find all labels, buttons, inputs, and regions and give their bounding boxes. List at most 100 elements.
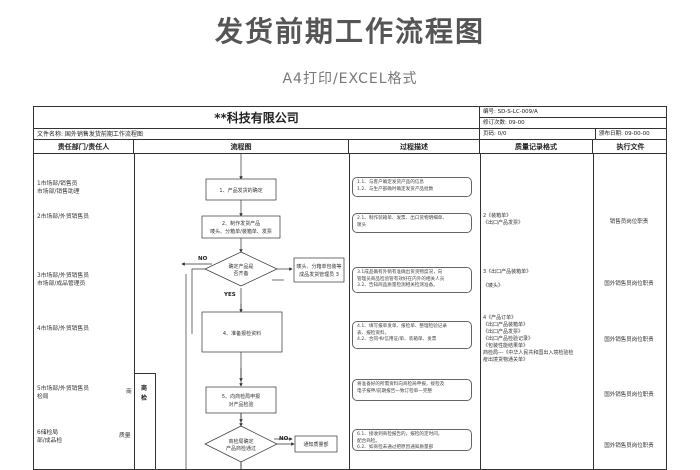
process-flowchart: 1、产品发货的确定 2、制作发货产品 唛头、分箱单/装箱单、发票 确定产品是 否… <box>181 154 345 469</box>
process-desc-2: 2.1、制作装箱单、发票、出口货物明细单、 唛头 <box>352 213 472 233</box>
exec-file-5: 国外销售员岗位职责 <box>604 443 654 449</box>
desc-line: 3.2、告知商品质量检测相关检测准备。 <box>357 283 438 288</box>
desc-line: 1.2、与生产部确时确定发货产品批数 <box>357 186 434 192</box>
record-line: 《唛头》 <box>483 283 504 289</box>
column-header-records: 质量记录格式 <box>480 140 593 154</box>
dept-label: 检局 <box>37 393 49 400</box>
dept-label: 6储检局 <box>37 430 59 436</box>
flow-node-2-text: 2、制作发货产品 <box>222 220 260 227</box>
file-name: 文件名称: 国外销售发货前期工作流程图 <box>34 129 480 140</box>
desc-line: 6.2、如商检未通过把原因通知质量部 <box>357 445 434 450</box>
document-code: 编号: SD-S-LC-009/A <box>480 107 666 118</box>
record-line: 《出口产品发票》 <box>483 220 524 226</box>
desc-line: 2.1、制作装箱单、发票、出口货物明细单、 <box>357 216 447 221</box>
inspection-cell-label: 商检 <box>141 385 148 402</box>
flow-side-box-2 <box>294 435 338 453</box>
flow-node-2 <box>201 215 281 239</box>
desc-line: 1.1、与客户确定发货产品的信息 <box>357 180 425 185</box>
flow-label-no: NO <box>198 256 208 262</box>
quality-record-1: 2《装箱单》 《出口产品发票》 <box>483 213 589 227</box>
dept-row-3: 3市场部/外贸销售员 市场部/成品管理员 <box>37 273 132 288</box>
column-divider <box>349 154 350 469</box>
page-subtitle: A4打印/EXCEL格式 <box>282 71 418 87</box>
revision-count: 修订次数: 09-00 <box>480 118 666 129</box>
process-desc-5: 将准备好的所需资料向商检局申报，接检及 电子报申/前期报告一致订检单一完整 <box>352 379 472 401</box>
desc-line: 4.2、合同书/信用证/单、装箱单、发票 <box>357 337 437 342</box>
column-divider <box>480 154 481 469</box>
desc-line: 4.1、填写报单发单、报检单、整理检验记录 <box>357 324 447 329</box>
desc-line: 6.1、接收到商检报告的，报检的定时间， <box>357 432 443 437</box>
desc-line: 将准备好的所需资料向商检局申报，接检及 <box>357 382 445 387</box>
column-divider <box>593 154 594 469</box>
inspection-merged-cell: 商检 <box>134 373 156 469</box>
exec-file-3: 国外销售员岗位职责 <box>604 337 654 343</box>
company-name: **科技有限公司 <box>34 107 480 129</box>
flow-node-5 <box>205 386 277 414</box>
process-desc-6: 6.1、接收到商检报告的，报检的定时间， 配合商检。 6.2、如商检未通过把原因… <box>352 429 472 451</box>
dept-row-5-side: 商 <box>126 389 132 395</box>
process-desc-4: 4.1、填写报单发单、报检单、整理检验记录 表、报检资料。 4.2、合同书/信用… <box>352 321 472 349</box>
record-line <box>483 276 589 283</box>
dept-label: 市场部/成品管理员 <box>37 280 86 287</box>
dept-row-2: 2市场部/外贸销售员 <box>37 214 132 222</box>
dept-label: 2市场部/外贸销售员 <box>37 214 90 220</box>
record-line: 《包装性能结果单》 <box>483 343 529 349</box>
flow-decision-1-text: 否齐备 <box>233 270 248 277</box>
process-desc-1: 1.1、与客户确定发货产品的信息 1.2、与生产部确时确定发货产品批数 <box>352 177 472 197</box>
dept-label: 5市场部/外贸销售员 <box>37 386 90 392</box>
dept-label: 4市场部/外贸销售员 <box>37 326 90 332</box>
record-line: 商检局---《中华人民共和国出入境检验检 <box>483 350 574 356</box>
flow-decision-1-text: 确定产品是 <box>228 263 253 270</box>
column-header-exec-files: 执行文件 <box>593 140 666 154</box>
column-header-process: 过程描述 <box>349 140 480 154</box>
flow-side-box-1 <box>293 257 345 283</box>
record-line: 疫出境货物通关单》 <box>483 357 529 363</box>
quality-record-3: 4《产品订单》 《出口产品装箱单》 《出口产品发票》 《出口产品检验记录》 《包… <box>483 315 589 364</box>
dept-label: 市场部/销售助理 <box>37 188 80 195</box>
flowchart-sheet: **科技有限公司 编号: SD-S-LC-009/A 修订次数: 09-00 文… <box>33 106 667 470</box>
dept-label: 3市场部/外贸销售员 <box>37 273 90 279</box>
flow-node-5-text: 5、向商检局申报 <box>222 393 260 400</box>
exec-file-1: 销售员岗位职责 <box>609 219 649 225</box>
column-divider <box>134 154 135 469</box>
flow-side-box-1-text: 唛头、分箱单包装等 <box>296 263 341 270</box>
dept-row-6: 6储检局 部/成品检 <box>37 430 132 445</box>
desc-line: 3.1成品确有外销有准确出货货物度况，向 <box>357 270 443 275</box>
flow-label-yes: YES <box>223 292 236 298</box>
exec-file-4: 国外销售员岗位职责 <box>604 392 654 398</box>
flow-node-2-text: 唛头、分箱单/装箱单、发票 <box>210 228 272 235</box>
flow-node-1 <box>205 178 277 201</box>
page-number: 页码: 0/0 <box>480 129 596 140</box>
column-header-flowchart: 流程图 <box>134 140 349 154</box>
flow-node-5-text: 对产品检验 <box>228 401 253 408</box>
flow-label-no-2: NO <box>279 436 289 442</box>
desc-line: 管理员商品检验管有效好在内外的相关人员 <box>357 276 445 282</box>
exec-file-2: 国外销售员岗位职责 <box>604 281 654 287</box>
record-line: 《出口产品装箱单》 <box>483 322 529 328</box>
flow-decision-2-text: 商检局确定 <box>228 438 253 445</box>
record-line: 3《出口产品装箱单》 <box>483 269 532 275</box>
flow-decision-1 <box>204 251 278 287</box>
dept-row-6-side: 质量 <box>119 433 131 439</box>
record-line: 2《装箱单》 <box>483 213 512 219</box>
record-line: 《出口产品检验记录》 <box>483 336 534 342</box>
issue-date: 颁布日期: 09-00-00 <box>596 129 666 140</box>
flow-node-4 <box>201 311 283 353</box>
record-line: 4《产品订单》 <box>483 315 517 321</box>
flow-node-1-text: 1、产品发货的确定 <box>219 187 262 194</box>
dept-row-5: 5市场部/外贸销售员 检局 <box>37 386 132 401</box>
flow-node-4-text: 4、准备报检资料 <box>223 330 261 337</box>
desc-line: 配合商检。 <box>357 438 380 444</box>
column-header-department: 责任部门/责任人 <box>34 140 134 154</box>
flow-side-box-2-text: 通知质量部 <box>303 441 328 448</box>
process-desc-3: 3.1成品确有外销有准确出货货物度况，向 管理员商品检验管有效好在内外的相关人员… <box>352 267 472 293</box>
quality-record-2: 3《出口产品装箱单》 《唛头》 <box>483 269 589 290</box>
dept-label: 部/成品检 <box>37 437 63 444</box>
dept-label: 1市场部/销售员 <box>37 181 78 187</box>
record-line: 《出口产品发票》 <box>483 329 524 335</box>
flow-decision-2-text: 产品商检通过 <box>226 445 256 452</box>
flow-side-box-1-text: 成品发货管理员 3 <box>299 271 339 278</box>
desc-line: 唛头 <box>357 222 367 228</box>
desc-line: 电子报申/前期报告一致订检单一完整 <box>357 388 433 394</box>
page-title: 发货前期工作流程图 <box>214 15 485 48</box>
